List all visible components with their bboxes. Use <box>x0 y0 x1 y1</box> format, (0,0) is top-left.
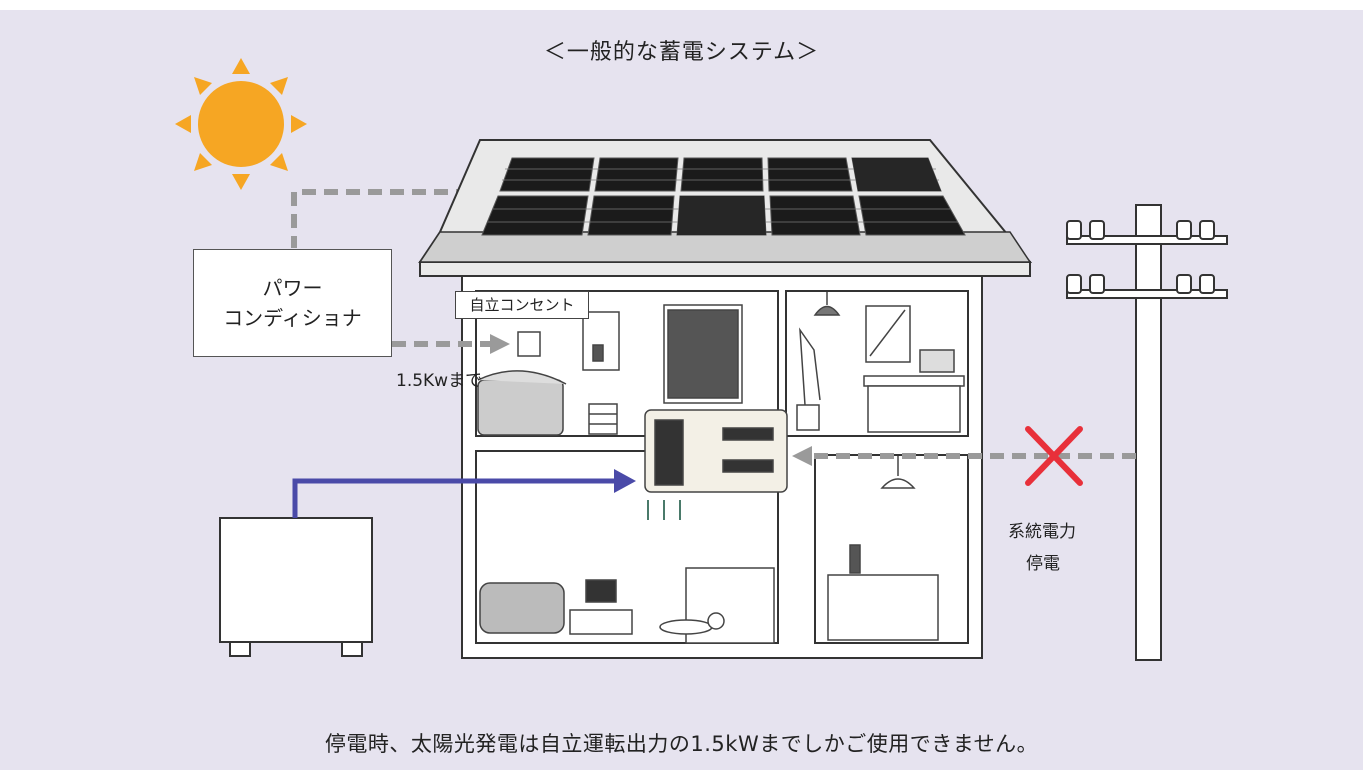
tv-icon <box>569 579 633 635</box>
battery-to-board-line <box>292 478 618 518</box>
desk-icon <box>863 349 965 433</box>
nightstand-icon <box>588 403 618 435</box>
wall-art-icon <box>865 305 911 363</box>
battery-arrow-head <box>614 469 636 493</box>
solar-to-conditioner-line <box>291 189 470 248</box>
bed-icon <box>477 370 567 436</box>
wire-icons <box>647 500 681 520</box>
diagram-title: ＜一般的な蓄電システム＞ <box>543 40 820 65</box>
power-conditioner-box: パワー コンディショナ <box>193 249 392 357</box>
battery-storage-icon <box>219 517 373 657</box>
room-walls <box>475 290 969 644</box>
power-conditioner-label-line1: パワー <box>262 276 323 300</box>
sofa-icon <box>479 582 565 634</box>
grid-arrow-head <box>792 446 812 466</box>
power-conditioner-label-line2: コンディショナ <box>223 306 362 330</box>
outlet-limit-label: 1.5Kwまで <box>396 371 483 391</box>
window-cactus-icon <box>582 311 620 371</box>
sun-icon <box>175 58 307 190</box>
outlet-label: 自立コンセント <box>455 291 589 319</box>
grid-status-line2: 停電 <box>1026 554 1060 574</box>
dog-icon <box>659 612 725 635</box>
bookshelf-icon <box>663 304 743 404</box>
diagram-caption: 停電時、太陽光発電は自立運転出力の1.5kWまでしかご使用できません。 <box>324 732 1039 756</box>
cabinet-icon <box>827 544 939 641</box>
distribution-board-icon <box>644 409 788 493</box>
outage-cross-icon <box>1025 426 1083 486</box>
plant-icon <box>796 327 821 431</box>
ceiling-lamp-icon <box>813 292 841 316</box>
outlet-arrow-head <box>490 334 510 354</box>
solar-panel-dark <box>677 158 941 235</box>
pendant-lamp-icon <box>880 456 916 489</box>
outlet-icon <box>517 331 541 357</box>
utility-pole-icon <box>1066 204 1228 661</box>
grid-status-line1: 系統電力 <box>1008 522 1076 542</box>
